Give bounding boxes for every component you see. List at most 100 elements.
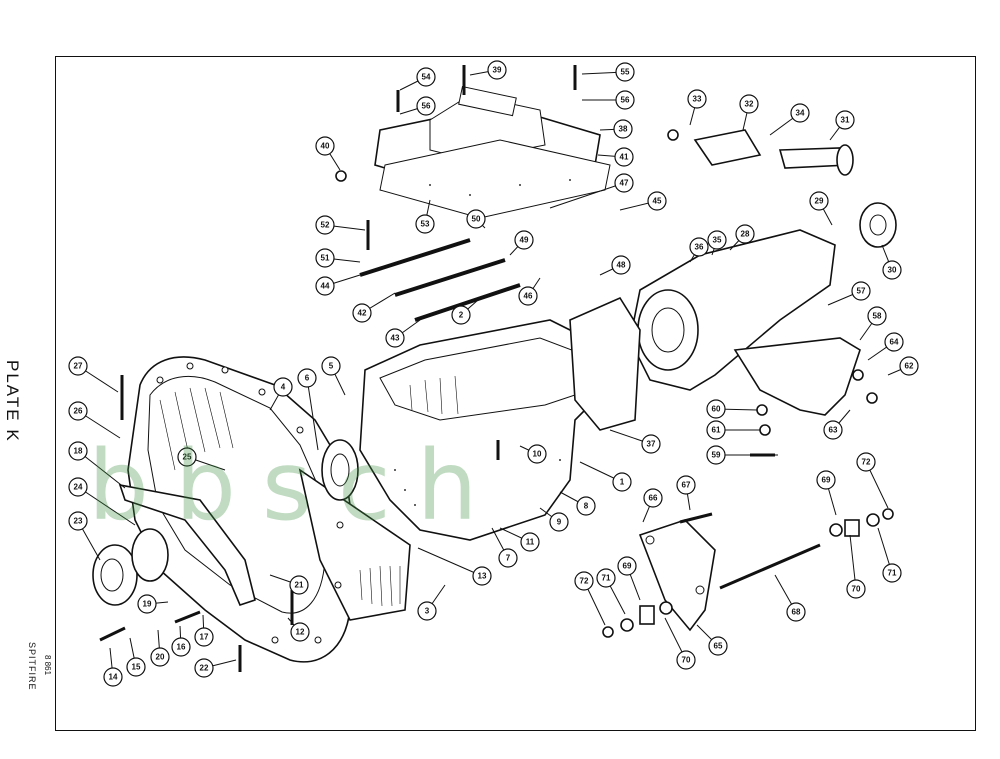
bell-housing [127,356,411,663]
callout-number: 17 [200,633,209,642]
small-hardware [335,129,894,638]
callout-42: 42 [352,303,372,323]
callout-13: 13 [472,566,492,586]
callout-number: 30 [888,266,897,275]
callout-38: 38 [613,119,633,139]
callout-leader [417,547,483,577]
callout-number: 35 [713,236,722,245]
callout-45: 45 [647,191,667,211]
callout-number: 16 [177,643,186,652]
callout-number: 59 [712,451,721,460]
callout-6: 6 [297,368,317,388]
callout-number: 65 [714,642,723,651]
callout-number: 69 [623,562,632,571]
callout-31: 31 [835,110,855,130]
callout-53: 53 [415,214,435,234]
watermark: bbsch [88,430,504,542]
callout-number: 19 [143,600,152,609]
callout-number: 10 [533,450,542,459]
callout-57: 57 [851,281,871,301]
callout-number: 14 [109,673,118,682]
callout-number: 23 [74,517,83,526]
callout-66: 66 [643,488,663,508]
callout-30: 30 [882,260,902,280]
callout-number: 72 [862,458,871,467]
callout-69: 69 [816,470,836,490]
callout-16: 16 [171,637,191,657]
callout-number: 6 [305,374,310,383]
callout-number: 50 [472,215,481,224]
callout-number: 68 [792,608,801,617]
rear-extension [629,229,836,391]
callout-number: 28 [741,230,750,239]
callout-number: 58 [873,312,882,321]
callout-59: 59 [706,445,726,465]
callout-number: 46 [524,292,533,301]
callout-32: 32 [739,94,759,114]
callout-number: 15 [132,663,141,672]
callout-number: 53 [421,220,430,229]
callout-51: 51 [315,248,335,268]
callout-number: 26 [74,407,83,416]
callout-number: 5 [329,362,334,371]
callout-10: 10 [527,444,547,464]
callout-25: 25 [177,447,197,467]
callout-number: 57 [857,287,866,296]
callout-number: 54 [422,73,431,82]
callout-40: 40 [315,136,335,156]
callout-48: 48 [611,255,631,275]
callout-61: 61 [706,420,726,440]
plate-reference: 8 861 [43,655,52,676]
callout-number: 60 [712,405,721,414]
callout-number: 64 [890,338,899,347]
callout-5: 5 [321,356,341,376]
selector-rods [359,238,521,322]
callout-number: 7 [506,554,511,563]
callout-55: 55 [615,62,635,82]
callout-19: 19 [137,594,157,614]
callout-number: 29 [815,197,824,206]
callout-number: 11 [526,538,535,547]
callout-number: 69 [822,476,831,485]
callout-28: 28 [735,224,755,244]
callout-46: 46 [518,286,538,306]
callout-number: 71 [888,569,897,578]
callout-number: 34 [796,109,805,118]
callout-number: 63 [829,426,838,435]
model-name: SPITFIRE [27,642,37,691]
callout-23: 23 [68,511,88,531]
callout-number: 44 [321,282,330,291]
callout-63: 63 [823,420,843,440]
plate-title: PLATE K [3,360,22,443]
callout-number: 1 [620,478,625,487]
callout-12: 12 [290,622,310,642]
callout-number: 52 [321,221,330,230]
callout-72: 72 [574,571,594,591]
callout-18: 18 [68,441,88,461]
callout-leader [306,377,319,451]
callout-number: 22 [200,664,209,673]
callout-number: 48 [617,261,626,270]
callout-number: 43 [391,334,400,343]
callout-70: 70 [846,579,866,599]
callout-number: 25 [183,453,192,462]
callout-35: 35 [707,230,727,250]
callout-number: 31 [841,116,850,125]
callout-64: 64 [884,332,904,352]
callout-number: 41 [620,153,629,162]
callout-number: 27 [74,362,83,371]
callout-number: 55 [621,68,630,77]
callout-leader [549,182,625,209]
callout-number: 47 [620,179,629,188]
callout-72: 72 [856,452,876,472]
callout-34: 34 [790,103,810,123]
callout-2: 2 [451,305,471,325]
callout-37: 37 [641,434,661,454]
callout-22: 22 [194,658,214,678]
callout-number: 72 [580,577,589,586]
callout-69: 69 [617,556,637,576]
callout-number: 13 [478,572,487,581]
callout-number: 12 [296,628,305,637]
callout-21: 21 [289,575,309,595]
callout-11: 11 [520,532,540,552]
